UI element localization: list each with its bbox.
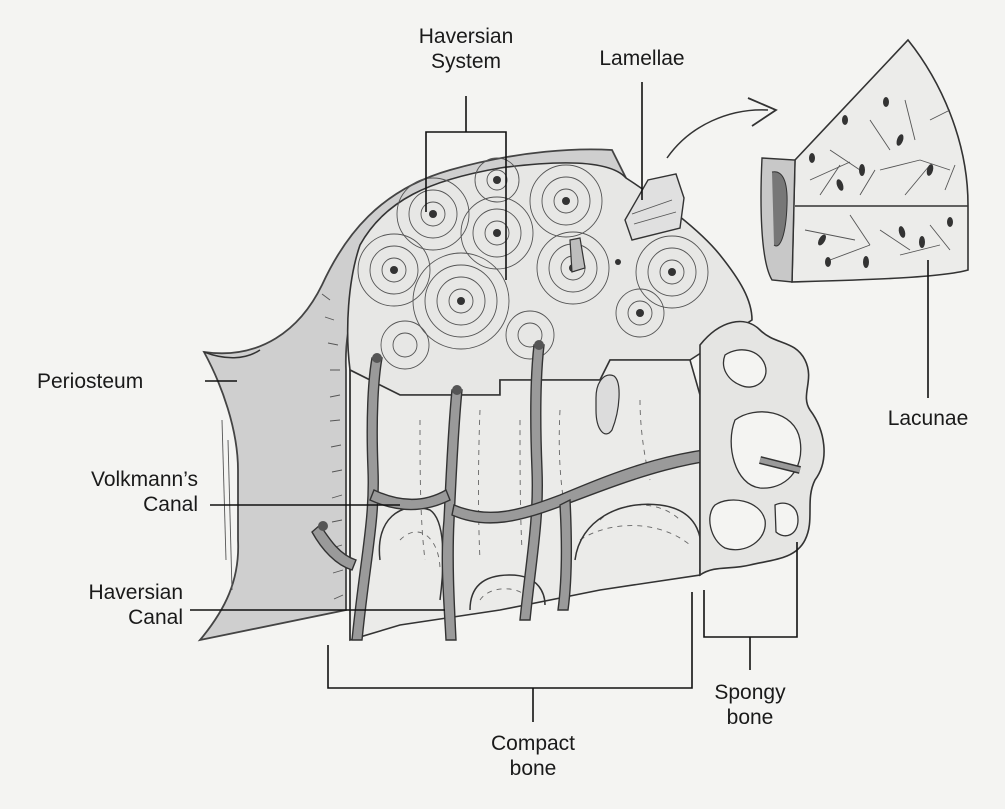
spongy-bone-label: Spongy bone <box>690 680 810 730</box>
spongy-bone-label-line2: bone <box>690 705 810 730</box>
haversian-canal-label-line2: Canal <box>28 605 183 630</box>
compact-bone-label-line1: Compact <box>463 731 603 756</box>
volkmanns-canal-label: Volkmann’s Canal <box>28 467 198 517</box>
haversian-canal-label: Haversian Canal <box>28 580 183 630</box>
haversian-system-label: Haversian System <box>396 24 536 74</box>
lacunae-label: Lacunae <box>866 406 990 431</box>
spongy-bone-label-line1: Spongy <box>690 680 810 705</box>
compact-bone-label-line2: bone <box>463 756 603 781</box>
spongy-bone <box>700 322 824 575</box>
periosteum-label: Periosteum <box>37 369 143 394</box>
volkmanns-canal-label-line2: Canal <box>28 492 198 517</box>
haversian-canal-label-line1: Haversian <box>28 580 183 605</box>
volkmanns-canal-label-line1: Volkmann’s <box>28 467 198 492</box>
haversian-system-label-line2: System <box>396 49 536 74</box>
haversian-system-label-line1: Haversian <box>396 24 536 49</box>
compact-bone-label: Compact bone <box>463 731 603 781</box>
lamellae-label: Lamellae <box>582 46 702 71</box>
